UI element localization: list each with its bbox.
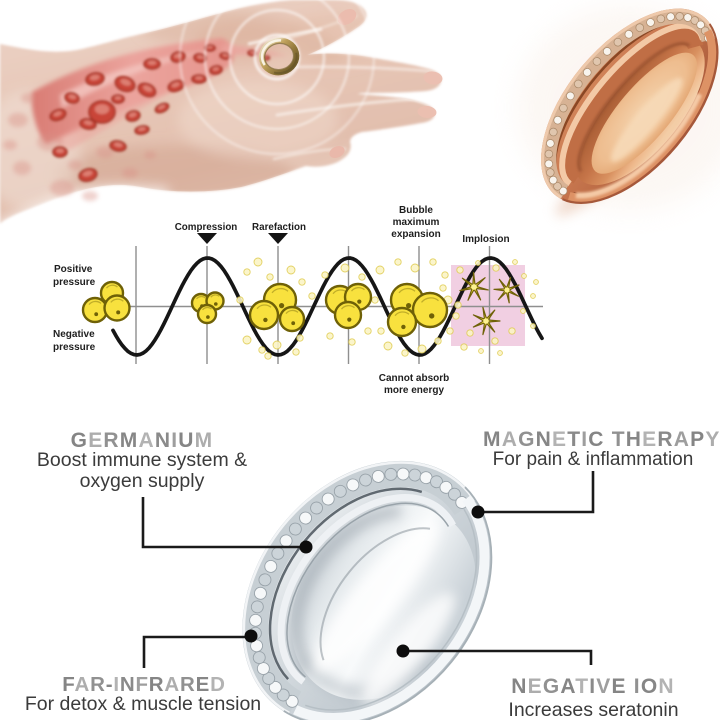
svg-text:maximum: maximum <box>393 217 440 228</box>
svg-text:pressure: pressure <box>53 342 96 353</box>
svg-text:expansion: expansion <box>391 229 440 240</box>
svg-text:Compression: Compression <box>175 222 238 233</box>
svg-text:Bubble: Bubble <box>399 205 433 216</box>
svg-text:Cannot absorb: Cannot absorb <box>379 373 450 384</box>
svg-text:Implosion: Implosion <box>462 234 509 245</box>
svg-text:more energy: more energy <box>384 385 444 396</box>
svg-text:pressure: pressure <box>53 277 96 288</box>
svg-text:Positive: Positive <box>54 264 93 275</box>
svg-text:Rarefaction: Rarefaction <box>252 222 306 233</box>
svg-text:Negative: Negative <box>53 329 95 340</box>
